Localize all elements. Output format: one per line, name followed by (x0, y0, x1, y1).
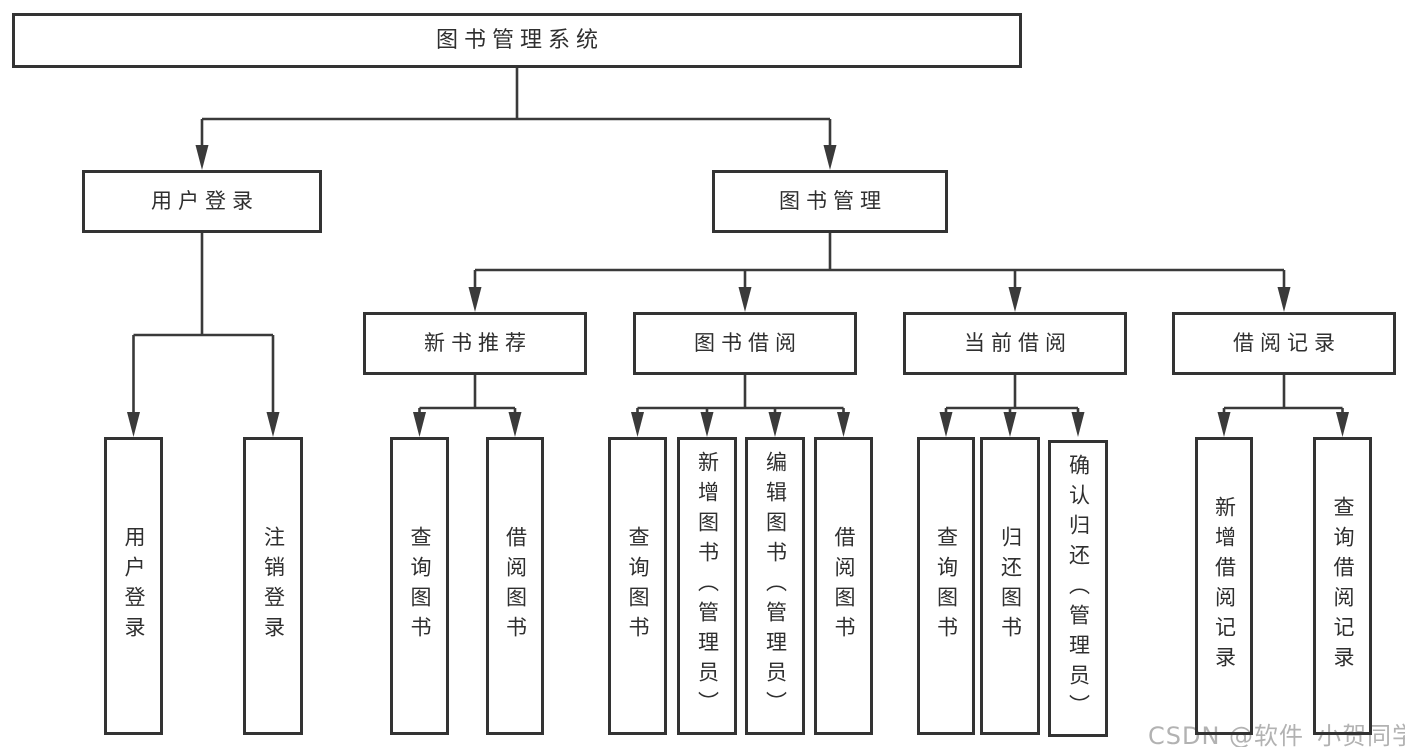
node-book-management: 图书管理 (712, 170, 948, 233)
arrowhead-icon (195, 145, 209, 170)
arrowhead-icon (1071, 412, 1085, 437)
node-root: 图书管理系统 (12, 13, 1022, 68)
arrowhead-icon (508, 412, 522, 437)
arrowhead-icon (127, 412, 140, 437)
node-new-book-recommend: 新书推荐 (363, 312, 587, 375)
leaf-nb-query-books: 查询图书 (390, 437, 449, 735)
arrowhead-icon (1217, 412, 1231, 437)
edge-new-book-recommend-to-leaves (418, 375, 517, 418)
node-book-borrow: 图书借阅 (633, 312, 857, 375)
node-borrow-records: 借阅记录 (1172, 312, 1396, 375)
arrowhead-icon (823, 145, 837, 170)
arrowhead-icon (939, 412, 953, 437)
leaf-br-add-record: 新增借阅记录 (1195, 437, 1253, 735)
leaf-bb-query-books: 查询图书 (608, 437, 667, 735)
arrowhead-icon (1336, 412, 1349, 437)
edge-root-to-level2 (200, 68, 832, 150)
leaf-cb-return-books: 归还图书 (980, 437, 1040, 735)
arrowhead-icon (738, 287, 752, 312)
arrowhead-icon (631, 412, 644, 437)
leaf-cb-confirm-return-admin: 确认归还（管理员） (1048, 440, 1108, 737)
arrowhead-icon (266, 412, 280, 437)
leaf-user-login: 用户登录 (104, 437, 163, 735)
csdn-watermark: CSDN @软件_小贺同学 (1148, 722, 1405, 747)
edge-borrow-records-to-leaves (1222, 375, 1344, 418)
leaf-bb-edit-books-admin: 编辑图书（管理员） (745, 437, 805, 735)
arrowhead-icon (837, 412, 850, 437)
edge-user-login-to-leaves (132, 233, 275, 418)
node-current-borrow: 当前借阅 (903, 312, 1127, 375)
arrowhead-icon (768, 412, 782, 437)
arrowhead-icon (413, 412, 426, 437)
leaf-br-query-record: 查询借阅记录 (1313, 437, 1372, 735)
edge-current-borrow-to-leaves (944, 375, 1080, 418)
arrowhead-icon (1003, 412, 1017, 437)
leaf-logout: 注销登录 (243, 437, 303, 735)
arrowhead-icon (700, 412, 714, 437)
arrowhead-icon (468, 287, 482, 312)
leaf-bb-add-books-admin: 新增图书（管理员） (677, 437, 737, 735)
arrowhead-icon (1008, 287, 1022, 312)
leaf-cb-query-books: 查询图书 (917, 437, 975, 735)
edge-book-borrow-to-leaves (636, 375, 845, 418)
node-user-login: 用户登录 (82, 170, 322, 233)
leaf-nb-borrow-books: 借阅图书 (486, 437, 544, 735)
leaf-bb-borrow-books: 借阅图书 (814, 437, 873, 735)
edge-book-management-to-level3 (473, 233, 1286, 293)
arrowhead-icon (1277, 287, 1291, 312)
